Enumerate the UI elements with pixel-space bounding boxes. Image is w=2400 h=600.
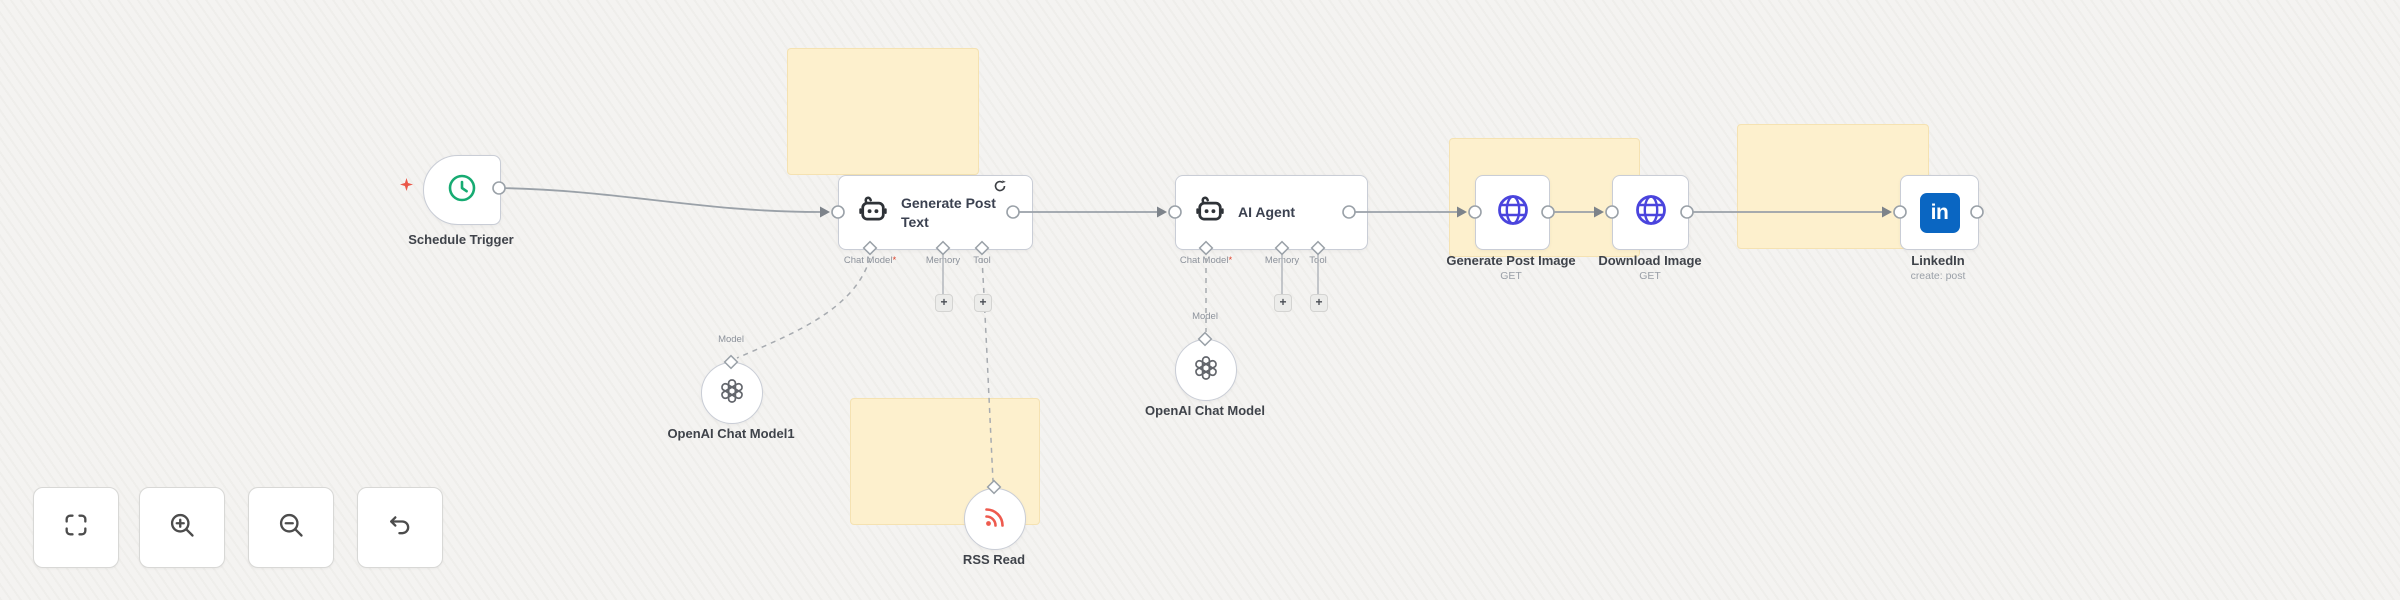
fit-view-icon <box>62 511 90 544</box>
node-label-schedule-trigger: Schedule Trigger <box>408 232 514 247</box>
node-schedule-trigger[interactable] <box>423 155 501 225</box>
robot-icon <box>857 194 889 231</box>
port-label-chat-model: Chat Model* <box>1179 255 1233 266</box>
fit-view-button[interactable] <box>33 487 119 568</box>
loop-icon <box>993 179 1007 198</box>
port-label-chat-model: Chat Model* <box>843 255 897 266</box>
port-label-model: Model <box>718 334 744 345</box>
node-label-generate-post-image: Generate Post Image <box>1446 253 1576 268</box>
port-label-tool: Tool <box>973 255 991 266</box>
node-openai-chat-model1[interactable] <box>701 362 763 424</box>
node-generate-post-image[interactable] <box>1475 175 1550 250</box>
port-label-tool: Tool <box>1309 255 1327 266</box>
node-subtitle: GET <box>1639 270 1661 282</box>
openai-icon <box>1192 354 1220 387</box>
port-label-model: Model <box>1192 311 1218 322</box>
robot-icon <box>1194 194 1226 231</box>
node-download-image[interactable] <box>1612 175 1689 250</box>
undo-icon <box>386 511 414 544</box>
zoom-in-button[interactable] <box>139 487 225 568</box>
node-label-linkedin: LinkedIn <box>1911 253 1965 268</box>
sticky-note[interactable] <box>787 48 979 175</box>
add-memory-button[interactable]: + <box>935 294 953 312</box>
node-rss-read[interactable] <box>964 488 1026 550</box>
node-title: AI Agent <box>1238 204 1296 221</box>
add-tool-button[interactable]: + <box>974 294 992 312</box>
sticky-note[interactable] <box>1737 124 1929 249</box>
node-label-openai-chat-model: OpenAI Chat Model <box>1145 403 1265 418</box>
undo-button[interactable] <box>357 487 443 568</box>
globe-icon <box>1495 192 1531 233</box>
node-subtitle: GET <box>1500 270 1522 282</box>
linkedin-icon: in <box>1919 192 1960 233</box>
add-memory-button[interactable]: + <box>1274 294 1292 312</box>
port-label-memory: Memory <box>1264 255 1300 266</box>
globe-icon <box>1633 192 1669 233</box>
issue-marker-icon <box>400 178 413 191</box>
zoom-out-button[interactable] <box>248 487 334 568</box>
node-linkedin[interactable]: in <box>1900 175 1979 250</box>
node-openai-chat-model[interactable] <box>1175 339 1237 401</box>
node-subtitle: create: post <box>1910 270 1966 282</box>
node-label-rss-read: RSS Read <box>962 552 1026 567</box>
clock-icon <box>447 173 477 208</box>
node-generate-post-text[interactable]: Generate Post Text <box>838 175 1033 250</box>
zoom-in-icon <box>168 511 196 544</box>
openai-icon <box>718 377 746 410</box>
node-label-openai-chat-model1: OpenAI Chat Model1 <box>667 426 795 441</box>
edge-openai-model1-to-generate-post-text[interactable] <box>736 257 871 359</box>
zoom-out-icon <box>277 511 305 544</box>
add-tool-button[interactable]: + <box>1310 294 1328 312</box>
port-label-memory: Memory <box>925 255 961 266</box>
edge-trigger-to-generate-post-text[interactable] <box>498 187 821 213</box>
node-ai-agent[interactable]: AI Agent <box>1175 175 1368 250</box>
node-label-download-image: Download Image <box>1598 253 1702 268</box>
rss-icon <box>983 505 1007 534</box>
node-title: Generate Post Text <box>901 195 996 230</box>
